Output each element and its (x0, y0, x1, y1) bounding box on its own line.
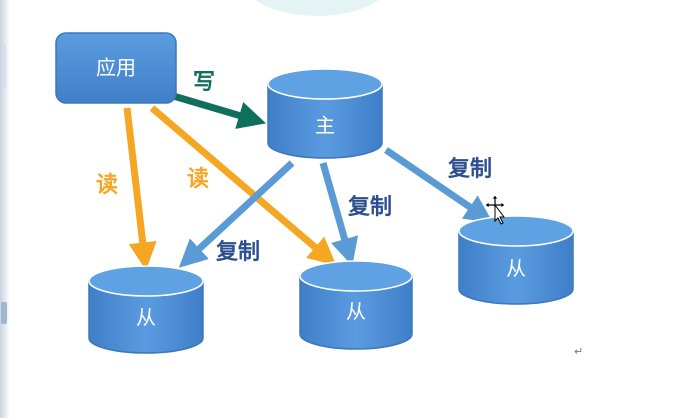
replicate-label-1: 复制 (215, 239, 260, 265)
read-label-1: 读 (96, 173, 118, 198)
edge-decoration (2, 44, 6, 88)
slave-node-3-label: 从 (506, 257, 526, 281)
app-node-label: 应用 (96, 56, 136, 80)
replicate-label-2: 复制 (347, 194, 392, 220)
replicate-arrow-1 (178, 160, 295, 268)
paragraph-return-mark: ↵ (574, 345, 584, 358)
read-label-2: 读 (187, 167, 209, 192)
replicate-arrow-3 (384, 147, 493, 223)
slave-node-1-label: 从 (136, 306, 156, 330)
write-label: 写 (193, 70, 215, 95)
replicate-arrow-2 (319, 162, 359, 267)
read-arrow-1 (123, 107, 157, 271)
slave-node-2-label: 从 (346, 300, 366, 324)
master-node: 主 (267, 68, 383, 159)
scroll-marker (1, 302, 7, 324)
replicate-label-3: 复制 (447, 156, 492, 182)
slave-node-1: 从 (88, 265, 204, 354)
app-node: 应用 (55, 32, 177, 104)
master-node-label: 主 (315, 114, 335, 138)
write-arrow (169, 91, 267, 129)
slave-node-2: 从 (299, 260, 413, 350)
read-arrow-2 (149, 105, 337, 266)
slave-node-3: 从 (458, 215, 574, 305)
move-cursor-icon (485, 195, 506, 225)
window-left-edge (0, 0, 10, 418)
